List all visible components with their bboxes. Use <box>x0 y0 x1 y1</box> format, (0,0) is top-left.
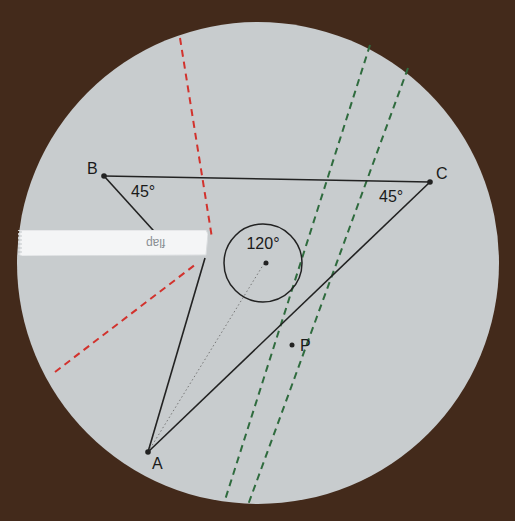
vertex-label: B <box>87 161 98 177</box>
flap-paper <box>18 230 208 256</box>
paper-disc <box>17 22 499 504</box>
fold-line <box>248 68 408 505</box>
vertex-label: A <box>152 456 163 472</box>
flap-label: flap <box>146 237 165 249</box>
angle-label: 120° <box>246 236 279 252</box>
point-label: P <box>300 338 311 354</box>
angle-circle: 120° <box>222 222 304 304</box>
fold-line <box>180 38 212 238</box>
vertex-dot <box>427 179 433 185</box>
angle-ring <box>224 224 302 302</box>
fold-line <box>55 264 196 372</box>
vertex-label: C <box>436 166 448 182</box>
fold-line <box>225 45 370 500</box>
angle-ring <box>222 222 304 304</box>
angle-label: 45° <box>131 184 155 200</box>
point-dot <box>290 343 295 348</box>
vertex-dot <box>101 173 107 179</box>
triangle-side <box>148 258 205 452</box>
angle-label: 45° <box>379 189 403 205</box>
paper-flap: flap <box>18 230 208 256</box>
dotted-line <box>148 262 265 452</box>
flap-shape <box>18 230 208 256</box>
vertex-dot <box>264 261 269 266</box>
triangle-side <box>104 176 430 182</box>
triangle-side <box>148 182 430 452</box>
vertex-dot <box>145 449 151 455</box>
